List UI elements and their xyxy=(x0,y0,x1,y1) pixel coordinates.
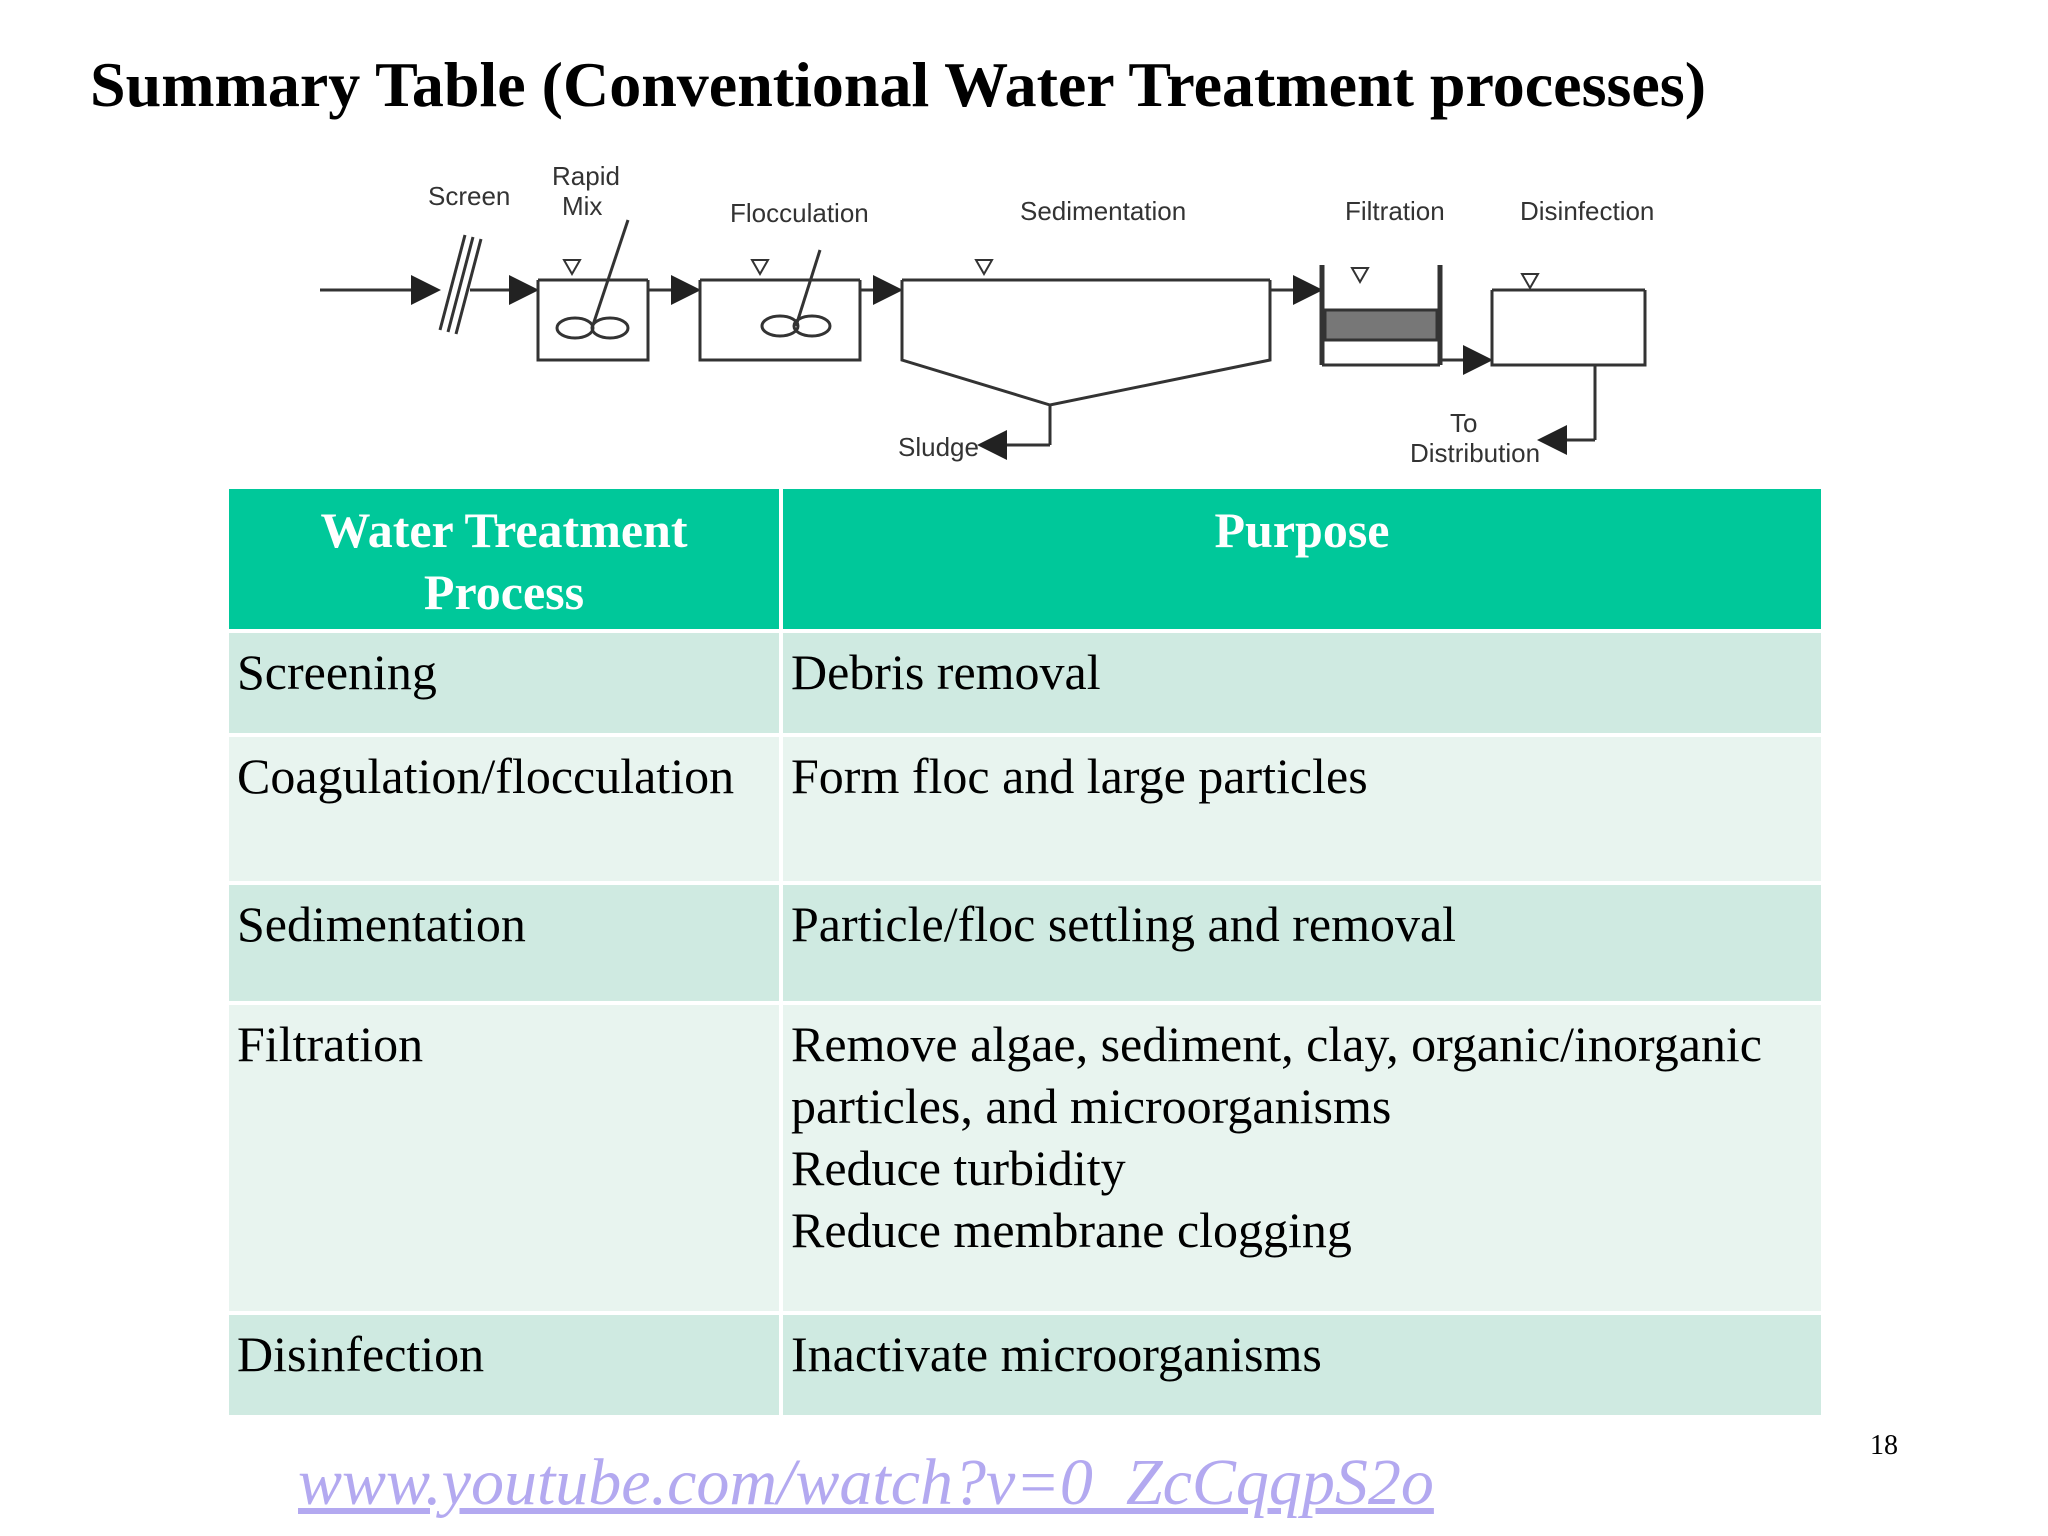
label-filtration: Filtration xyxy=(1345,196,1445,226)
filter-unit xyxy=(1319,265,1443,367)
cell-process: Filtration xyxy=(225,1001,783,1315)
label-sludge: Sludge xyxy=(898,432,979,462)
cell-process: Screening xyxy=(225,629,783,737)
flocculation-tank xyxy=(698,249,862,362)
purpose-line: Particle/floc settling and removal xyxy=(791,896,1457,952)
cell-purpose: Form floc and large particles xyxy=(779,733,1825,885)
disinfection-tank xyxy=(1490,288,1647,455)
page-number: 18 xyxy=(1870,1430,1898,1461)
cell-process: Disinfection xyxy=(225,1311,783,1419)
header-purpose: Purpose xyxy=(779,485,1825,633)
header-process: Water Treatment Process xyxy=(225,485,783,633)
cell-purpose: Remove algae, sediment, clay, organic/in… xyxy=(779,1001,1825,1315)
table-row: Sedimentation Particle/floc settling and… xyxy=(225,881,1825,1005)
cell-process: Coagulation/flocculation xyxy=(225,733,783,885)
cell-process: Sedimentation xyxy=(225,881,783,1005)
table-row: Filtration Remove algae, sediment, clay,… xyxy=(225,1001,1825,1315)
label-to: To xyxy=(1450,408,1477,438)
youtube-link[interactable]: www.youtube.com/watch?v=0_ZcCqqpS2o xyxy=(298,1446,1434,1519)
purpose-line: Reduce membrane clogging xyxy=(791,1202,1352,1258)
sedimentation-basin xyxy=(900,278,1272,460)
process-diagram-svg: Screen Rapid Mix Flocculation Sedimentat… xyxy=(320,161,1654,468)
cell-purpose: Inactivate microorganisms xyxy=(779,1311,1825,1419)
cell-purpose: Particle/floc settling and removal xyxy=(779,881,1825,1005)
label-disinfection: Disinfection xyxy=(1520,196,1654,226)
label-sedimentation: Sedimentation xyxy=(1020,196,1186,226)
rapid-mix-tank xyxy=(536,219,650,362)
label-mix: Mix xyxy=(562,191,602,221)
purpose-line: Debris removal xyxy=(791,644,1101,700)
screen-icon xyxy=(438,234,483,335)
summary-table: Water Treatment Process Purpose Screenin… xyxy=(225,485,1825,1419)
label-distribution: Distribution xyxy=(1410,438,1540,468)
purpose-line: Reduce turbidity xyxy=(791,1140,1126,1196)
cell-purpose: Debris removal xyxy=(779,629,1825,737)
label-rapid: Rapid xyxy=(552,161,620,191)
process-diagram: Screen Rapid Mix Flocculation Sedimentat… xyxy=(300,160,1700,480)
slide-title: Summary Table (Conventional Water Treatm… xyxy=(90,49,1706,120)
label-flocculation: Flocculation xyxy=(730,198,869,228)
table-header-row: Water Treatment Process Purpose xyxy=(225,485,1825,633)
purpose-line: Inactivate microorganisms xyxy=(791,1326,1322,1382)
table-row: Screening Debris removal xyxy=(225,629,1825,737)
purpose-line: Form floc and large particles xyxy=(791,748,1368,804)
table-row: Coagulation/flocculation Form floc and l… xyxy=(225,733,1825,885)
purpose-line: Remove algae, sediment, clay, organic/in… xyxy=(791,1016,1762,1134)
label-screen: Screen xyxy=(428,181,510,211)
table-row: Disinfection Inactivate microorganisms xyxy=(225,1311,1825,1419)
